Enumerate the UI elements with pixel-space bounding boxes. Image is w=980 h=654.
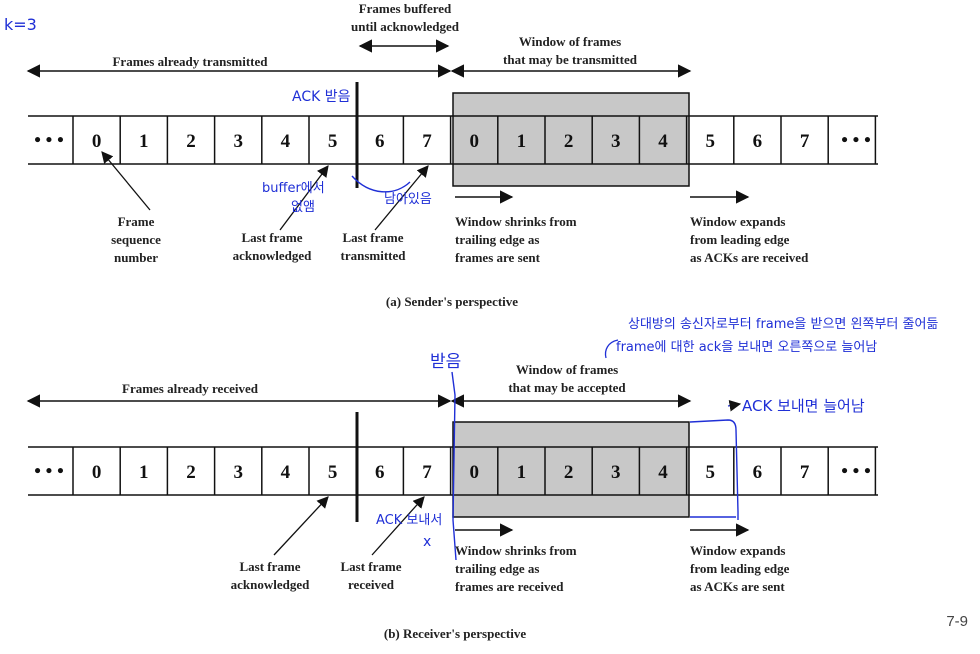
rx-last-received-label-1: Last frame [340,559,401,574]
expands-label-2: from leading edge [690,232,790,247]
sender-frame-number: 2 [564,131,574,152]
note-expand-bracket [689,419,739,520]
sender-frame-number: 0 [92,131,102,152]
receiver-frame-number: 4 [658,462,668,483]
receiver-caption: (b) Receiver's perspective [384,626,526,641]
rx-last-received-arrow [371,496,425,556]
window-label-line1: Window of frames [519,34,621,49]
note-ack-received: ACK 받음 [292,89,351,105]
rx-window-label-line1: Window of frames [516,362,618,377]
note-x-mark: x [423,534,431,550]
rx-ellipsis-left: • • • [34,461,63,482]
rx-last-ack-arrow [273,496,329,556]
receiver-frame-number: 4 [281,462,291,483]
rx-last-received-label-2: received [348,577,395,592]
last-tx-label-2: transmitted [341,248,407,263]
last-tx-arrow [374,165,429,231]
frame-seq-label-1: Frame [118,214,155,229]
receiver-window-box [452,421,690,518]
note-remaining: 남아있음 [384,192,432,207]
expands-label-3: as ACKs are received [690,250,809,265]
note-buffer-removed-1: buffer에서 [262,181,325,196]
note-received: 받음 [430,352,461,372]
receiver-frame-number: 7 [800,462,810,483]
rx-last-ack-label-2: acknowledged [231,577,311,592]
last-ack-label-2: acknowledged [233,248,313,263]
rx-window-label-line2: that may be accepted [508,380,626,395]
receiver-frame-number: 0 [469,462,479,483]
frame-seq-label-2: sequence [111,232,161,247]
sender-frame-number: 4 [658,131,668,152]
sender-frame-number: 0 [469,131,479,152]
rx-shrinks-label-1: Window shrinks from [455,543,577,558]
sender-frame-number: 1 [517,131,527,152]
sender-frame-number: 4 [281,131,291,152]
sender-frame-number: 5 [705,131,715,152]
shrinks-label-1: Window shrinks from [455,214,577,229]
note-explain-2: frame에 대한 ack을 보내면 오른쪽으로 늘어남 [616,340,877,355]
page-number: 7-9 [946,613,968,630]
receiver-frame-number: 1 [517,462,527,483]
shrinks-label-2: trailing edge as [455,232,540,247]
already-transmitted-label: Frames already transmitted [112,54,268,69]
sender-frame-number: 7 [800,131,810,152]
sender-frame-number: 1 [139,131,149,152]
sender-frame-number: 7 [422,131,432,152]
ellipsis-left: • • • [34,130,63,151]
note-ack-sent: ACK 보내서 [376,513,442,528]
shrinks-label-3: frames are sent [455,250,541,265]
receiver-frame-number: 1 [139,462,149,483]
note-ack-sent-grows: ACK 보내면 늘어남 [742,397,865,415]
sender-frame-number: 5 [328,131,338,152]
receiver-frame-number: 2 [186,462,196,483]
receiver-frame-number: 3 [233,462,243,483]
sender-frame-number: 6 [375,131,385,152]
receiver-frame-number: 3 [611,462,621,483]
buffered-label-line2: until acknowledged [351,19,460,34]
window-label-line2: that may be transmitted [503,52,638,67]
note-buffer-removed-2: 없앰 [291,200,315,215]
receiver-frame-number: 2 [564,462,574,483]
already-received-label: Frames already received [122,381,259,396]
receiver-frame-number: 5 [328,462,338,483]
sender-window-box [452,92,690,187]
ellipsis-right: • • • [841,130,870,151]
note-explain-1: 상대방의 송신자로부터 frame을 받으면 왼쪽부터 줄어듦 [628,317,938,332]
rx-last-ack-label-1: Last frame [239,559,300,574]
last-ack-label-1: Last frame [241,230,302,245]
sender-frame-number: 2 [186,131,196,152]
rx-shrinks-label-3: frames are received [455,579,564,594]
last-ack-arrow [279,165,329,231]
receiver-frame-number: 5 [705,462,715,483]
receiver-frame-number: 7 [422,462,432,483]
sender-frame-number: 3 [611,131,621,152]
sender-diagram: Frames buffered until acknowledged Windo… [26,1,878,309]
note-received-line [451,371,457,561]
rx-expands-label-3: as ACKs are sent [690,579,785,594]
frame-seq-label-3: number [114,250,158,265]
receiver-frame-number: 6 [375,462,385,483]
rx-expands-label-2: from leading edge [690,561,790,576]
note-explain-hook [604,339,619,359]
note-window-size: k=3 [4,15,37,34]
sender-caption: (a) Sender's perspective [386,294,518,309]
rx-expands-label-1: Window expands [690,543,786,558]
receiver-frame-number: 0 [92,462,102,483]
sender-frame-number: 3 [233,131,243,152]
rx-shrinks-label-2: trailing edge as [455,561,540,576]
last-tx-label-1: Last frame [342,230,403,245]
buffered-label-line1: Frames buffered [359,1,452,16]
receiver-diagram: 상대방의 송신자로부터 frame을 받으면 왼쪽부터 줄어듦 frame에 대… [26,317,938,641]
sender-frame-number: 6 [753,131,763,152]
rx-ellipsis-right: • • • [841,461,870,482]
expands-label-1: Window expands [690,214,786,229]
note-remaining-stroke [351,175,411,193]
frame-seq-arrow [101,151,151,211]
receiver-frame-number: 6 [753,462,763,483]
